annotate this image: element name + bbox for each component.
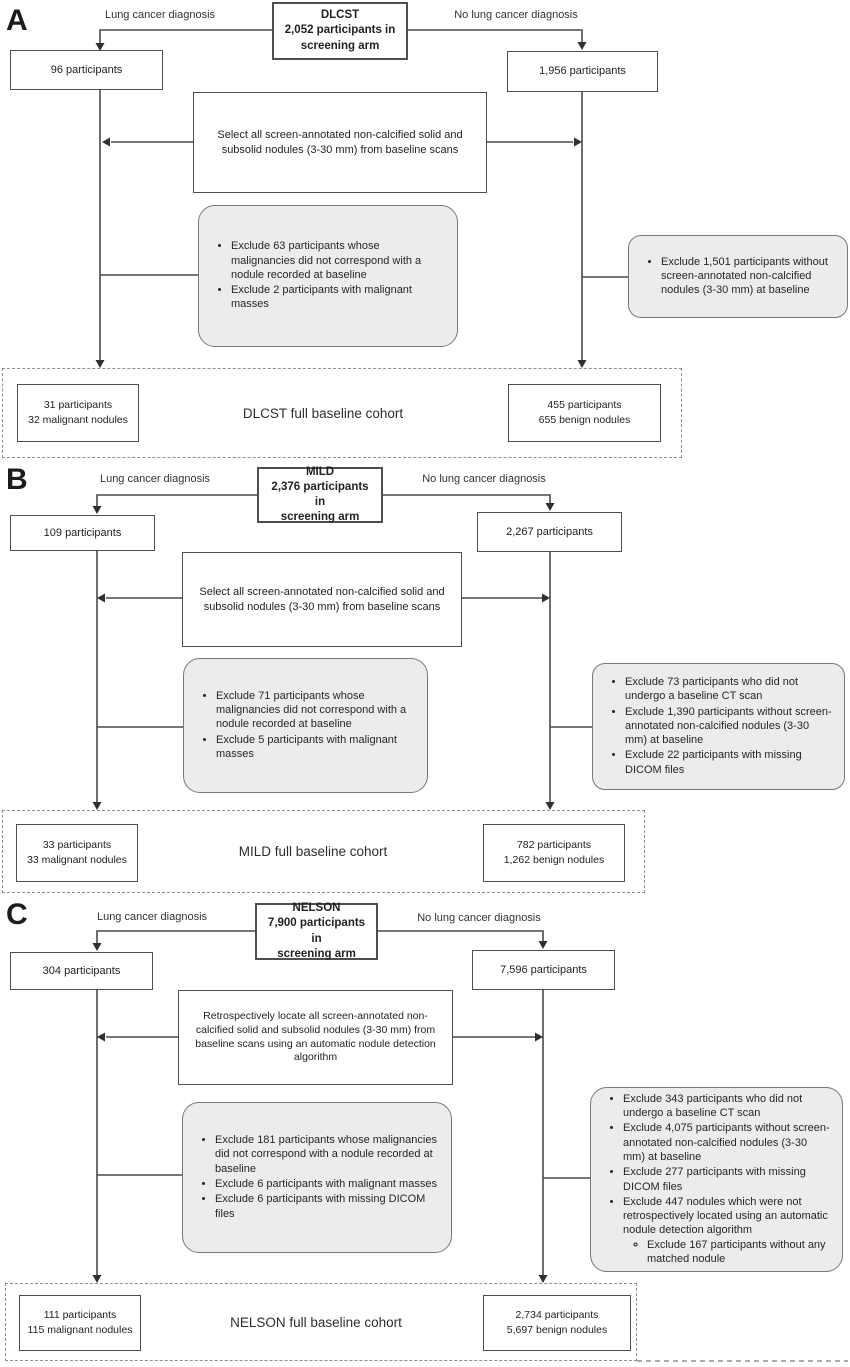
exclusion-list: Exclude 73 participants who did not unde… <box>593 675 844 778</box>
cohort-participants: 33 participants <box>42 839 112 852</box>
panel-b-right-exclusion-box: Exclude 73 participants who did not unde… <box>592 663 845 790</box>
study-arm: screening arm <box>277 947 356 960</box>
panel-c-branch-right-label: No lung cancer diagnosis <box>417 912 541 924</box>
exclusion-list: Exclude 63 participants whose malignanci… <box>199 239 457 312</box>
panel-b-cohort-benign-box: 782 participants 1,262 benign nodules <box>483 824 625 882</box>
panel-a-branch-right-label: No lung cancer diagnosis <box>454 9 578 21</box>
cohort-participants: 455 participants <box>547 399 622 412</box>
exclusion-item: Exclude 447 nodules which were not retro… <box>623 1195 831 1266</box>
panel-a-label: A <box>6 4 28 37</box>
panel-c-mid-exclusion-box: Exclude 181 participants whose malignanc… <box>182 1102 452 1253</box>
panel-b-cohort-container: 33 participants 33 malignant nodules MIL… <box>2 810 645 893</box>
study-name: NELSON <box>292 902 341 915</box>
panel-a-cancer-box: 96 participants <box>10 50 163 90</box>
exclusion-item: Exclude 22 participants with missing DIC… <box>625 748 833 777</box>
exclusion-item: Exclude 1,501 participants without scree… <box>661 255 836 298</box>
exclusion-item: Exclude 277 participants with missing DI… <box>623 1165 831 1194</box>
panel-c-cohort-malignant-box: 111 participants 115 malignant nodules <box>19 1295 141 1351</box>
cohort-participants: 111 participants <box>43 1309 117 1322</box>
panel-b-study-box: MILD 2,376 participants in screening arm <box>257 465 383 524</box>
study-count: 7,900 participants in <box>267 917 366 945</box>
cohort-nodules: 33 malignant nodules <box>27 854 127 866</box>
study-name: MILD <box>305 465 335 478</box>
cohort-nodules: 32 malignant nodules <box>28 414 128 426</box>
exclusion-item: Exclude 6 participants with missing DICO… <box>215 1192 440 1221</box>
study-arm: screening arm <box>280 511 360 524</box>
panel-a-cohort-container: 31 participants 32 malignant nodules DLC… <box>2 368 682 458</box>
exclusion-subitem: Exclude 167 participants without any mat… <box>647 1238 831 1267</box>
study-name: DLCST <box>320 9 360 22</box>
exclusion-item: Exclude 63 participants whose malignanci… <box>231 239 446 282</box>
exclusion-item: Exclude 181 participants whose malignanc… <box>215 1133 440 1176</box>
panel-b-select-box: Select all screen-annotated non-calcifie… <box>182 552 462 647</box>
exclusion-item: Exclude 5 participants with malignant ma… <box>216 733 416 762</box>
exclusion-item: Exclude 1,390 participants without scree… <box>625 705 833 748</box>
panel-b-branch-right-label: No lung cancer diagnosis <box>422 473 546 485</box>
panel-c-cohort-title: NELSON full baseline cohort <box>230 1314 402 1330</box>
cohort-participants: 2,734 participants <box>515 1309 599 1322</box>
panel-a-mid-exclusion-box: Exclude 63 participants whose malignanci… <box>198 205 458 347</box>
exclusion-list: Exclude 71 participants whose malignanci… <box>184 689 427 762</box>
panel-a-nocancer-box: 1,956 participants <box>507 51 658 92</box>
panel-c-select-box: Retrospectively locate all screen-annota… <box>178 990 453 1085</box>
cohort-nodules: 5,697 benign nodules <box>506 1324 608 1336</box>
panel-a-branch-left-label: Lung cancer diagnosis <box>104 9 216 21</box>
panel-a-right-exclusion-box: Exclude 1,501 participants without scree… <box>628 235 848 318</box>
panel-b-label: B <box>6 463 28 496</box>
study-arm: screening arm <box>300 39 380 52</box>
connector-lines <box>96 29 848 1362</box>
panel-b-branch-left-label: Lung cancer diagnosis <box>99 473 211 485</box>
cohort-participants: 31 participants <box>43 399 113 412</box>
panel-a-cohort-malignant-box: 31 participants 32 malignant nodules <box>17 384 139 442</box>
exclusion-item-text: Exclude 447 nodules which were not retro… <box>623 1195 828 1237</box>
exclusion-item: Exclude 343 participants who did not und… <box>623 1092 831 1121</box>
panel-c-cohort-container: 111 participants 115 malignant nodules N… <box>5 1283 637 1361</box>
exclusion-item: Exclude 71 participants whose malignanci… <box>216 689 416 732</box>
cohort-participants: 782 participants <box>516 839 592 852</box>
panel-a-cohort-benign-box: 455 participants 655 benign nodules <box>508 384 661 442</box>
exclusion-item: Exclude 6 participants with malignant ma… <box>215 1177 440 1191</box>
panel-a-cohort-title: DLCST full baseline cohort <box>242 405 404 421</box>
exclusion-item: Exclude 2 participants with malignant ma… <box>231 283 446 312</box>
panel-c-label: C <box>6 898 28 931</box>
panel-c-branch-left-label: Lung cancer diagnosis <box>96 911 208 923</box>
panel-b-cohort-malignant-box: 33 participants 33 malignant nodules <box>16 824 138 882</box>
study-count: 2,376 participants in <box>271 480 369 508</box>
panel-c-study-box: NELSON 7,900 participants in screening a… <box>255 902 378 960</box>
cohort-nodules: 115 malignant nodules <box>27 1324 133 1336</box>
exclusion-item: Exclude 4,075 participants without scree… <box>623 1121 831 1164</box>
arrowheads <box>92 42 587 1283</box>
exclusion-list: Exclude 1,501 participants without scree… <box>629 255 847 299</box>
panel-a-select-box: Select all screen-annotated non-calcifie… <box>193 92 487 193</box>
study-count: 2,052 participants in <box>284 24 396 37</box>
panel-c-right-exclusion-box: Exclude 343 participants who did not und… <box>590 1087 843 1272</box>
panel-b-mid-exclusion-box: Exclude 71 participants whose malignanci… <box>183 658 428 793</box>
panel-c-cancer-box: 304 participants <box>10 952 153 990</box>
exclusion-sublist: Exclude 167 participants without any mat… <box>623 1238 831 1267</box>
cohort-nodules: 1,262 benign nodules <box>503 854 605 866</box>
exclusion-item: Exclude 73 participants who did not unde… <box>625 675 833 704</box>
panel-b-cohort-title: MILD full baseline cohort <box>238 844 388 859</box>
exclusion-list: Exclude 343 participants who did not und… <box>591 1092 842 1268</box>
exclusion-list: Exclude 181 participants whose malignanc… <box>183 1133 451 1222</box>
panel-b-nocancer-box: 2,267 participants <box>477 512 622 552</box>
panel-b-cancer-box: 109 participants <box>10 515 155 551</box>
panel-a-study-box: DLCST 2,052 participants in screening ar… <box>272 2 408 60</box>
cohort-nodules: 655 benign nodules <box>538 414 631 426</box>
panel-c-nocancer-box: 7,596 participants <box>472 950 615 990</box>
panel-c-cohort-benign-box: 2,734 participants 5,697 benign nodules <box>483 1295 631 1351</box>
